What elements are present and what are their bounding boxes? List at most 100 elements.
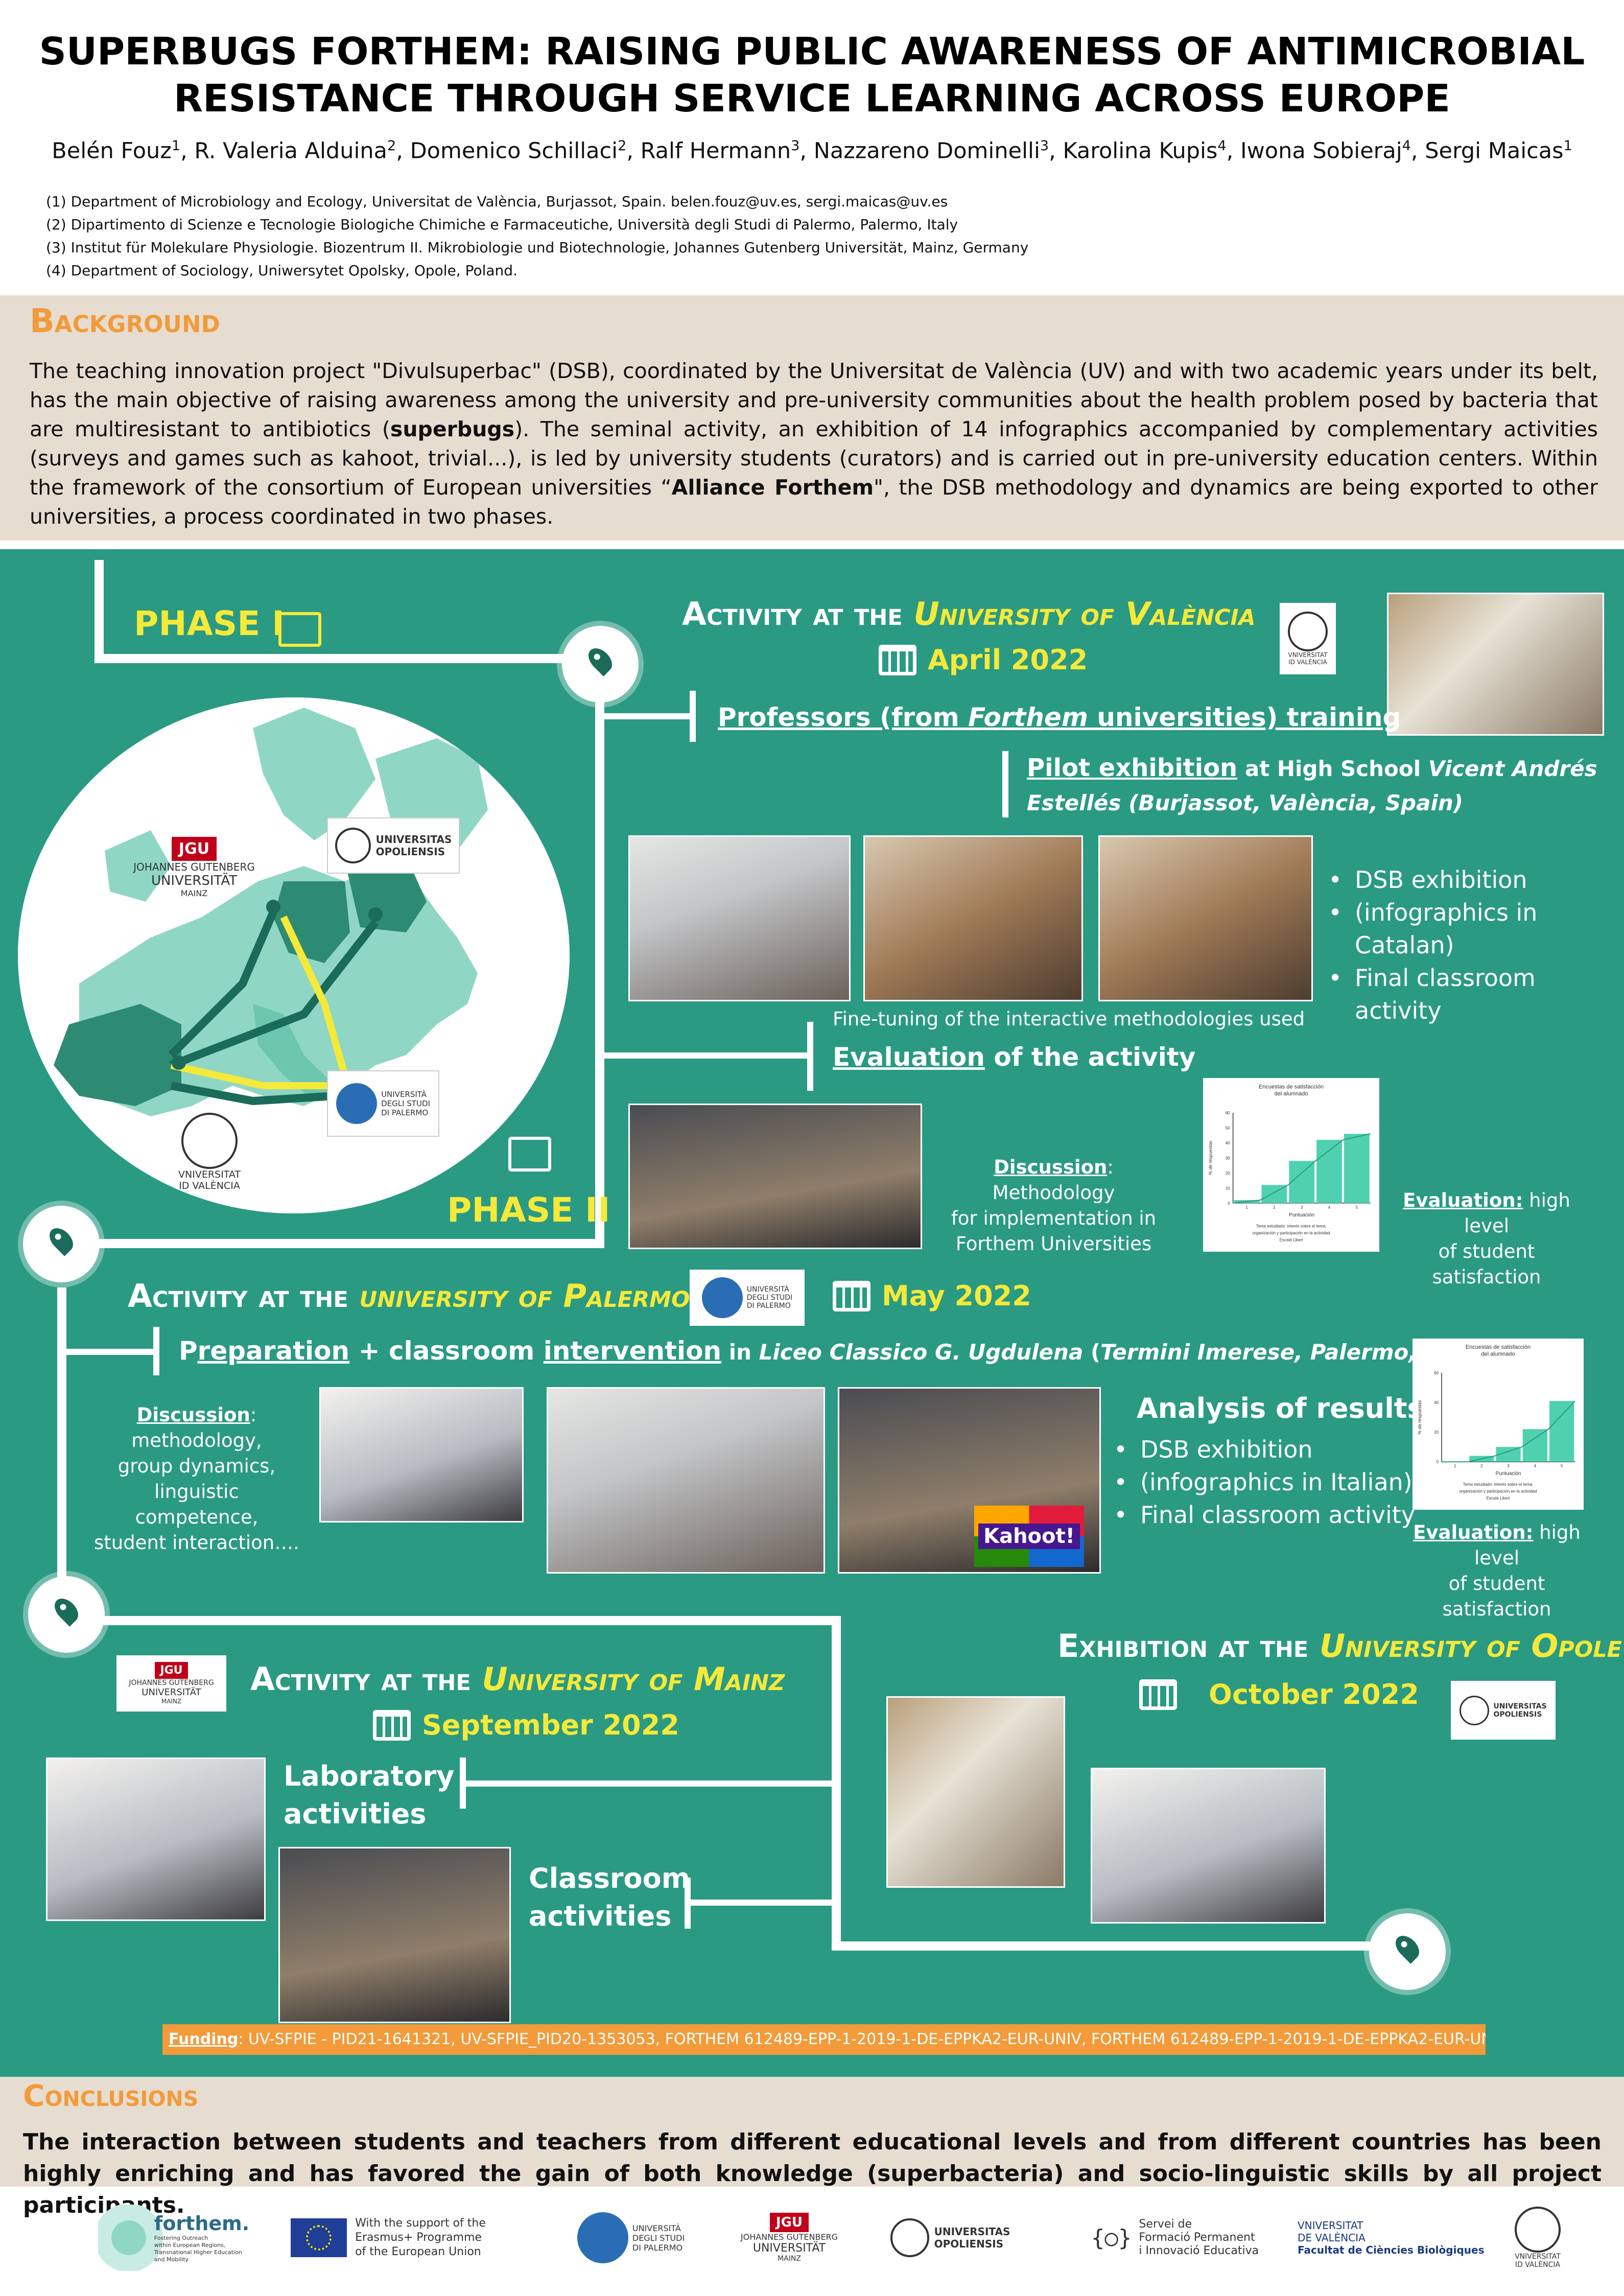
author-name: Karolina Kupis bbox=[1063, 138, 1218, 164]
opole-seal-icon bbox=[1460, 1695, 1490, 1725]
valencia-activity-title: Activity at the University of València bbox=[682, 595, 1256, 632]
valencia-title-prefix: Activity at the bbox=[682, 595, 914, 632]
eu-line2: Erasmus+ Programme bbox=[355, 2231, 482, 2244]
valencia-small-logo: VNIVERSITAT ID VALÈNCIA bbox=[1280, 603, 1336, 674]
location-pin-valencia bbox=[562, 626, 639, 702]
evaluation-text-2: of student satisfaction bbox=[1432, 1240, 1541, 1288]
mainz-date-text: September 2022 bbox=[422, 1709, 679, 1741]
palermo-footer-line1: UNIVERSITÀ bbox=[632, 2223, 681, 2233]
blueprint-icon bbox=[278, 612, 321, 647]
calendar-icon bbox=[1139, 1679, 1177, 1710]
bracket-line bbox=[153, 1327, 159, 1375]
class-line1: Classroom bbox=[529, 1862, 690, 1894]
mainz-small-logo: JGU JOHANNES GUTENBERG UNIVERSITÄT MAINZ bbox=[116, 1655, 226, 1712]
evaluation-label: Evaluation: bbox=[1403, 1189, 1523, 1211]
author-list: Belén Fouz1, R. Valeria Alduina2, Domeni… bbox=[52, 138, 1572, 164]
poster-title: SUPERBUGS FORTHEM: RAISING PUBLIC AWAREN… bbox=[0, 28, 1624, 122]
lab-line2: activities bbox=[284, 1798, 427, 1830]
training-text-forthem: Forthem bbox=[968, 702, 1088, 732]
chart-y-tick-label: 10 bbox=[1226, 1186, 1230, 1190]
jgu-mark: JGU bbox=[171, 836, 217, 861]
discussion-label: Discussion bbox=[994, 1156, 1108, 1178]
discussion-text-3: competence, bbox=[135, 1506, 258, 1528]
location-pin-opole bbox=[1369, 1913, 1446, 1990]
palermo-date: May 2022 bbox=[833, 1280, 1031, 1312]
kahoot-text: Kahoot! bbox=[978, 1524, 1080, 1549]
prep-underline: reparation bbox=[197, 1336, 350, 1366]
mainz-logo-line2: UNIVERSITÄT bbox=[142, 1687, 201, 1698]
funding-text: : UV-SFPIE - PID21-1641321, UV-SFPIE_PID… bbox=[238, 2030, 1486, 2048]
eu-flag-icon bbox=[291, 2218, 347, 2257]
chart-caption-line1: Tema estudiado: interés sobre el tema, bbox=[1463, 1482, 1534, 1487]
bracket-line bbox=[685, 1900, 835, 1906]
bullet-item: DSB exhibition bbox=[1323, 863, 1624, 896]
lab-line1: Laboratory bbox=[284, 1760, 455, 1792]
bracket-line bbox=[66, 1349, 156, 1355]
opole-logo-line2: OPOLIENSIS bbox=[375, 846, 445, 858]
evaluation-text-1: high level bbox=[1474, 1521, 1581, 1569]
funding-bar: Funding: UV-SFPIE - PID21-1641321, UV-SF… bbox=[162, 2024, 1486, 2055]
author-affiliation-number: 1 bbox=[171, 138, 181, 154]
discussion-text-3: Forthem Universities bbox=[955, 1233, 1152, 1255]
mainz-footer-line1: JOHANNES GUTENBERG bbox=[740, 2232, 838, 2242]
background-heading: Background bbox=[30, 302, 220, 340]
jgu-mark: JGU bbox=[155, 1662, 188, 1679]
path-line bbox=[57, 1287, 66, 1604]
palermo-discussion: Discussion: methodology, group dynamics,… bbox=[74, 1402, 319, 1556]
evaluation-heading: Evaluation of the activity bbox=[833, 1042, 1195, 1072]
map-pin-icon bbox=[45, 1224, 78, 1256]
mainz-logo-line2: UNIVERSITÄT bbox=[151, 873, 238, 888]
chart-y-tick-label: 20 bbox=[1434, 1430, 1439, 1435]
bullet-item-continuation: (infographics in Italian) bbox=[1109, 1466, 1415, 1498]
chart-bar bbox=[1289, 1161, 1315, 1203]
chart-x-tick-label: 5 bbox=[1356, 1205, 1358, 1210]
fcb-line3: Facultat de Ciències Biològiques bbox=[1298, 2244, 1485, 2256]
kahoot-logo: Kahoot! bbox=[974, 1506, 1084, 1567]
palermo-kahoot-photo: Kahoot! bbox=[838, 1387, 1101, 1574]
forthem-sub2: within European Regions, bbox=[154, 2242, 226, 2248]
opole-footer-line2: OPOLIENSIS bbox=[934, 2238, 1004, 2250]
opole-group-photo bbox=[1091, 1768, 1326, 1924]
affiliation-2: (2) Dipartimento di Scienze e Tecnologie… bbox=[46, 216, 958, 233]
background-text-alliance: Alliance Forthem bbox=[671, 475, 874, 500]
bracket-line bbox=[1002, 751, 1008, 817]
palermo-workshop-photo bbox=[319, 1387, 524, 1522]
mainz-lab-photo bbox=[46, 1758, 266, 1921]
valencia-date: April 2022 bbox=[879, 644, 1088, 676]
location-pin-palermo bbox=[23, 1206, 100, 1282]
palermo-logo-line3: DI PALERMO bbox=[381, 1108, 429, 1117]
fcb-line2: DE VALÈNCIA bbox=[1298, 2232, 1366, 2244]
opole-logo-line1: UNIVERSITAS bbox=[1493, 1702, 1547, 1711]
mainz-title-prefix: Activity at the bbox=[250, 1660, 482, 1698]
valencia-discussion: Discussion: Methodology for implementati… bbox=[940, 1155, 1167, 1257]
chart-title-line2: del alumnado bbox=[1274, 1091, 1308, 1097]
mainz-classroom-photo bbox=[278, 1847, 511, 2023]
path-line bbox=[832, 1941, 1383, 1951]
path-line bbox=[95, 560, 104, 662]
affiliations: (1) Department of Microbiology and Ecolo… bbox=[46, 190, 1527, 282]
laboratory-activities: Laboratory activities bbox=[284, 1758, 454, 1833]
evaluation-text-2: of student satisfaction bbox=[1442, 1573, 1551, 1620]
opole-exhibition-photo bbox=[886, 1696, 1065, 1888]
chart-trend-line bbox=[1233, 1133, 1371, 1204]
discussion-text-1: : Methodology bbox=[992, 1156, 1115, 1204]
valencia-training-photo bbox=[1387, 593, 1604, 736]
pilot-school-line2: Estellés (Burjassot, València, Spain) bbox=[1027, 790, 1463, 815]
discussion-text-1: : methodology, bbox=[131, 1404, 262, 1451]
conclusions-section bbox=[0, 2077, 1624, 2187]
palermo-group-photo bbox=[547, 1387, 825, 1574]
pilot-school-line1: Vicent Andrés bbox=[1428, 756, 1597, 781]
opole-seal-icon bbox=[890, 2218, 929, 2257]
mainz-activity-title: Activity at the University of Mainz bbox=[250, 1660, 785, 1698]
chart-y-tick-label: 30 bbox=[1226, 1156, 1230, 1160]
chart-y-tick-label: 0 bbox=[1228, 1201, 1230, 1206]
training-text-a: Professors (from bbox=[718, 702, 969, 732]
calendar-icon bbox=[879, 644, 916, 675]
palermo-bullets: DSB exhibition (infographics in Italian)… bbox=[1109, 1433, 1415, 1531]
prep-plus: + classroom bbox=[349, 1336, 544, 1366]
palermo-logo-line2: DEGLI STUDI bbox=[746, 1294, 793, 1302]
